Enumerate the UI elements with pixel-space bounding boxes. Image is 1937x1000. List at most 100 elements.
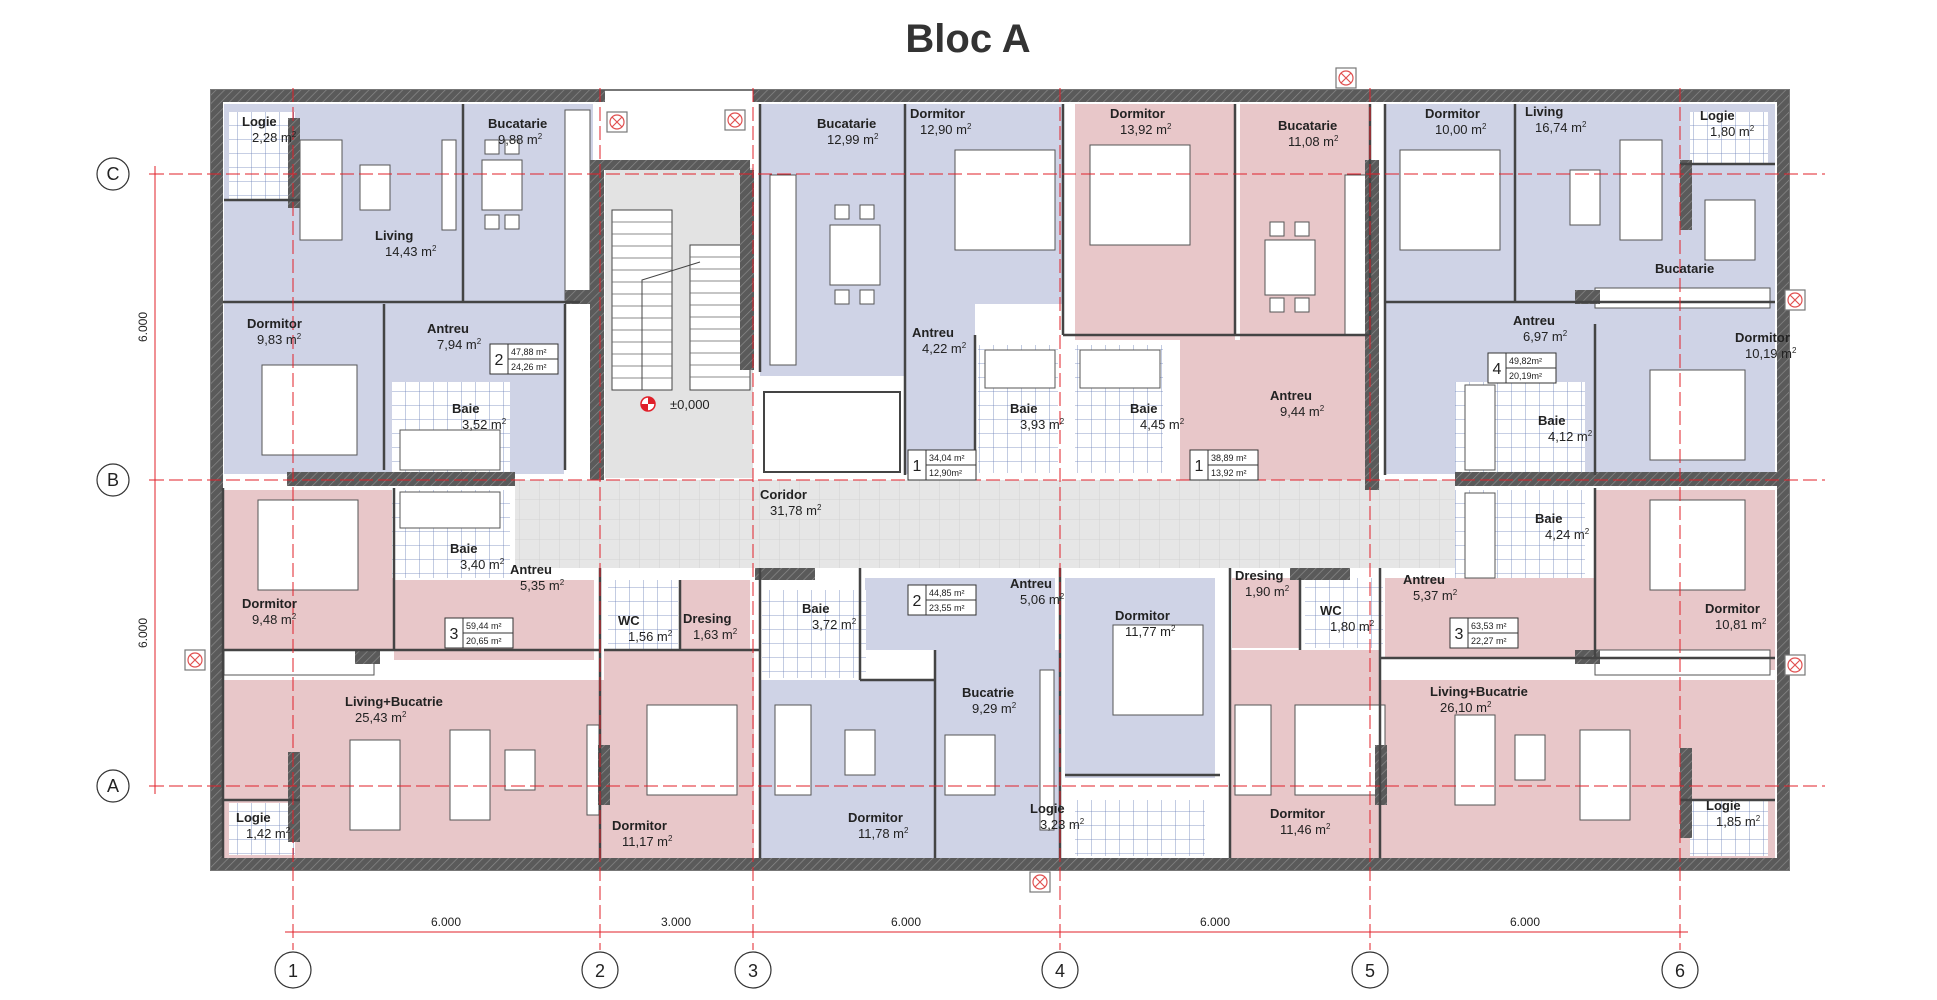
axis-label: A: [107, 776, 119, 796]
room-name: Antreu: [510, 562, 552, 577]
axis-marker-column: 4: [1041, 951, 1079, 989]
room-area: 12,99 m2: [827, 132, 879, 147]
room-name: Baie: [450, 541, 477, 556]
room-label: WC1,56 m2: [618, 613, 673, 644]
apartment-total-area: 44,85 m²: [929, 588, 965, 598]
room-name: Living: [375, 228, 413, 243]
dimension-label: 6.000: [136, 618, 150, 648]
room-area: 1,80 m2: [1710, 124, 1755, 139]
apartment-living-area: 20,65 m²: [466, 636, 502, 646]
room-area: 31,78 m2: [770, 503, 822, 518]
axis-label: B: [107, 470, 119, 490]
apartment-total-area: 34,04 m²: [929, 453, 965, 463]
room-area: 10,19 m2: [1745, 346, 1797, 361]
apartment-tag: 2 47,88 m² 24,26 m²: [489, 343, 559, 375]
axis-grid: [150, 88, 1825, 950]
axis-marker-column: 5: [1351, 951, 1389, 989]
room-area: 2,28 m2: [252, 130, 297, 145]
room-name: Dormitor: [1110, 106, 1165, 121]
room-name: Antreu: [1010, 576, 1052, 591]
room-area: 4,12 m2: [1548, 429, 1593, 444]
room-name: Baie: [452, 401, 479, 416]
room-area: 3,23 m2: [1040, 817, 1085, 832]
room-name: Antreu: [1270, 388, 1312, 403]
room-name: Logie: [236, 810, 271, 825]
axis-marker-column: 2: [581, 951, 619, 989]
room-name: Bucatarie: [817, 116, 876, 131]
room-name: Logie: [242, 114, 277, 129]
room-area: 3,93 m2: [1020, 417, 1065, 432]
room-area: 9,29 m2: [972, 701, 1017, 716]
room-name: Dormitor: [1425, 106, 1480, 121]
apartment-total-area: 47,88 m²: [511, 347, 547, 357]
apartment-rooms: 2: [495, 352, 504, 369]
room-name: Antreu: [1513, 313, 1555, 328]
room-name: Logie: [1706, 798, 1741, 813]
apartment-living-area: 20,19m²: [1509, 371, 1542, 381]
room-area: 3,40 m2: [460, 557, 505, 572]
dimension-label: 6.000: [431, 915, 461, 929]
room-name: Dresing: [683, 611, 731, 626]
room-name: Antreu: [912, 325, 954, 340]
apartment-rooms: 2: [913, 593, 922, 610]
room-area: 7,94 m2: [437, 337, 482, 352]
room-area: 4,45 m2: [1140, 417, 1185, 432]
room-area: 26,10 m2: [1440, 700, 1492, 715]
room-name: Bucatarie: [488, 116, 547, 131]
room-area: 9,48 m2: [252, 612, 297, 627]
room-name: Coridor: [760, 487, 807, 502]
room-name: Dormitor: [612, 818, 667, 833]
dimension-label: 6.000: [1200, 915, 1230, 929]
axis-marker-row: C: [96, 157, 130, 191]
axis-marker-row: B: [96, 463, 130, 497]
room-area: 11,46 m2: [1280, 822, 1331, 837]
dimension-label: 6.000: [136, 312, 150, 342]
room-name: Baie: [1535, 511, 1562, 526]
room-name: Logie: [1030, 801, 1065, 816]
room-name: WC: [1320, 603, 1342, 618]
room-name: Dormitor: [1270, 806, 1325, 821]
room-name: Dormitor: [848, 810, 903, 825]
room-name: Baie: [1538, 413, 1565, 428]
room-area: 4,24 m2: [1545, 527, 1590, 542]
room-area: 11,77 m2: [1125, 624, 1176, 639]
room-area: 9,83 m2: [257, 332, 302, 347]
apartment-rooms: 1: [913, 458, 922, 475]
page-title: Bloc A: [905, 17, 1030, 61]
room-area: 1,63 m2: [693, 627, 738, 642]
room-area: 5,35 m2: [520, 578, 565, 593]
room-area: 10,00 m2: [1435, 122, 1487, 137]
room-area: 25,43 m2: [355, 710, 407, 725]
apartment-living-area: 24,26 m²: [511, 362, 547, 372]
room-name: Dormitor: [910, 106, 965, 121]
room-area: 12,90 m2: [920, 122, 972, 137]
